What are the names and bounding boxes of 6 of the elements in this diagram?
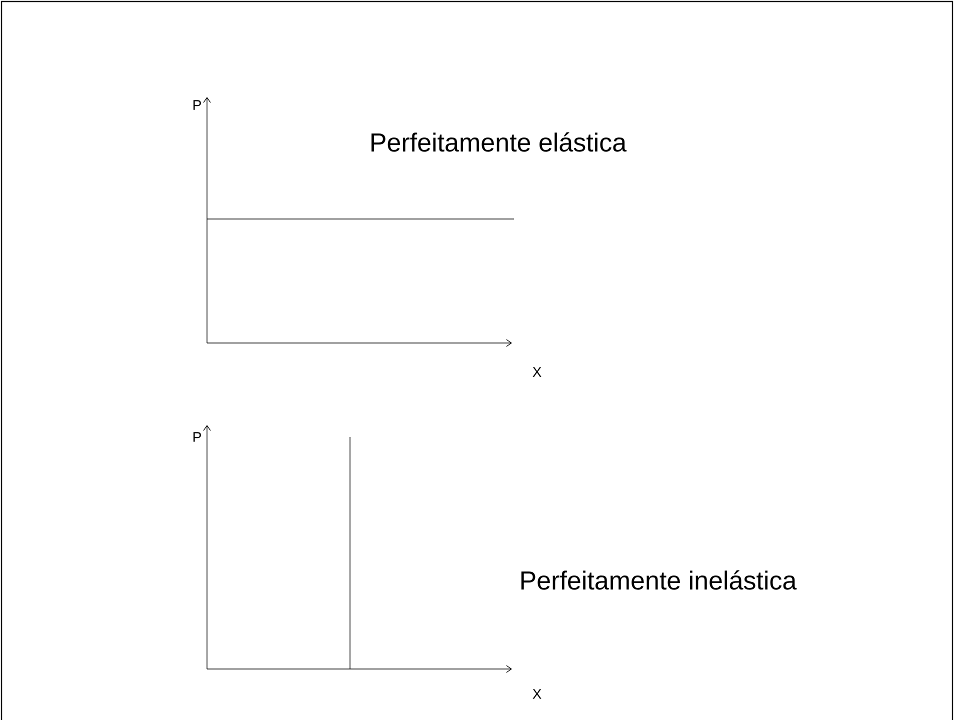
axis-label: X (532, 367, 542, 377)
graph-title: Perfeitamente elástica (372, 132, 627, 152)
graph-title: Perfeitamente inelástica (521, 570, 797, 590)
axis-label: P (193, 432, 201, 442)
axis-label: X (532, 689, 542, 699)
axis-label: P (193, 100, 201, 110)
